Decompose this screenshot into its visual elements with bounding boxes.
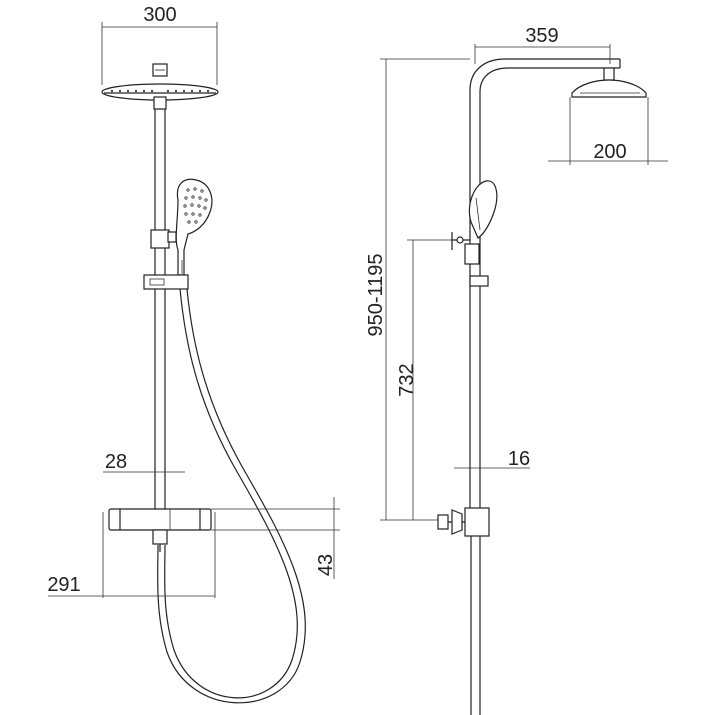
dim-arm-length: 359 bbox=[474, 25, 611, 64]
dim-head-depth-label: 200 bbox=[593, 141, 626, 163]
hand-shower-valve-side bbox=[451, 232, 470, 250]
overhead-shower-head-side bbox=[571, 67, 647, 98]
hand-shower-holder bbox=[150, 229, 178, 249]
dim-pipe-offset-label: 16 bbox=[508, 448, 530, 470]
dim-mixer-height: 43 bbox=[211, 497, 340, 579]
slide-holder bbox=[143, 274, 189, 290]
dim-mixer-height-label: 43 bbox=[315, 554, 337, 576]
shower-arm bbox=[469, 58, 621, 290]
dim-mixer-width-label: 291 bbox=[47, 574, 80, 596]
dim-total-height-label: 950-1195 bbox=[365, 253, 387, 336]
dim-mixer-width: 291 bbox=[47, 512, 216, 598]
dim-pipe-width-label: 28 bbox=[105, 451, 127, 473]
shower-hose bbox=[157, 288, 306, 704]
dim-mixer-to-arm: 732 bbox=[396, 239, 455, 520]
dim-head-depth: 200 bbox=[548, 97, 668, 165]
riser-pipe bbox=[154, 109, 166, 512]
hand-shower bbox=[175, 178, 213, 276]
dim-head-width: 300 bbox=[101, 4, 218, 85]
dim-mixer-to-arm-label: 732 bbox=[396, 363, 418, 396]
side-view: 359 200 950-1195 bbox=[365, 25, 668, 715]
front-view: 300 bbox=[47, 4, 340, 704]
dim-total-height: 950-1195 bbox=[365, 58, 470, 521]
dim-arm-length-label: 359 bbox=[525, 25, 558, 47]
overhead-shower-head bbox=[101, 63, 219, 110]
hand-shower-side bbox=[464, 180, 498, 287]
dim-pipe-width: 28 bbox=[103, 451, 185, 473]
thermostatic-mixer bbox=[108, 508, 212, 552]
mixer-side bbox=[437, 290, 490, 715]
dim-pipe-offset: 16 bbox=[454, 448, 530, 470]
dim-head-width-label: 300 bbox=[143, 4, 176, 26]
